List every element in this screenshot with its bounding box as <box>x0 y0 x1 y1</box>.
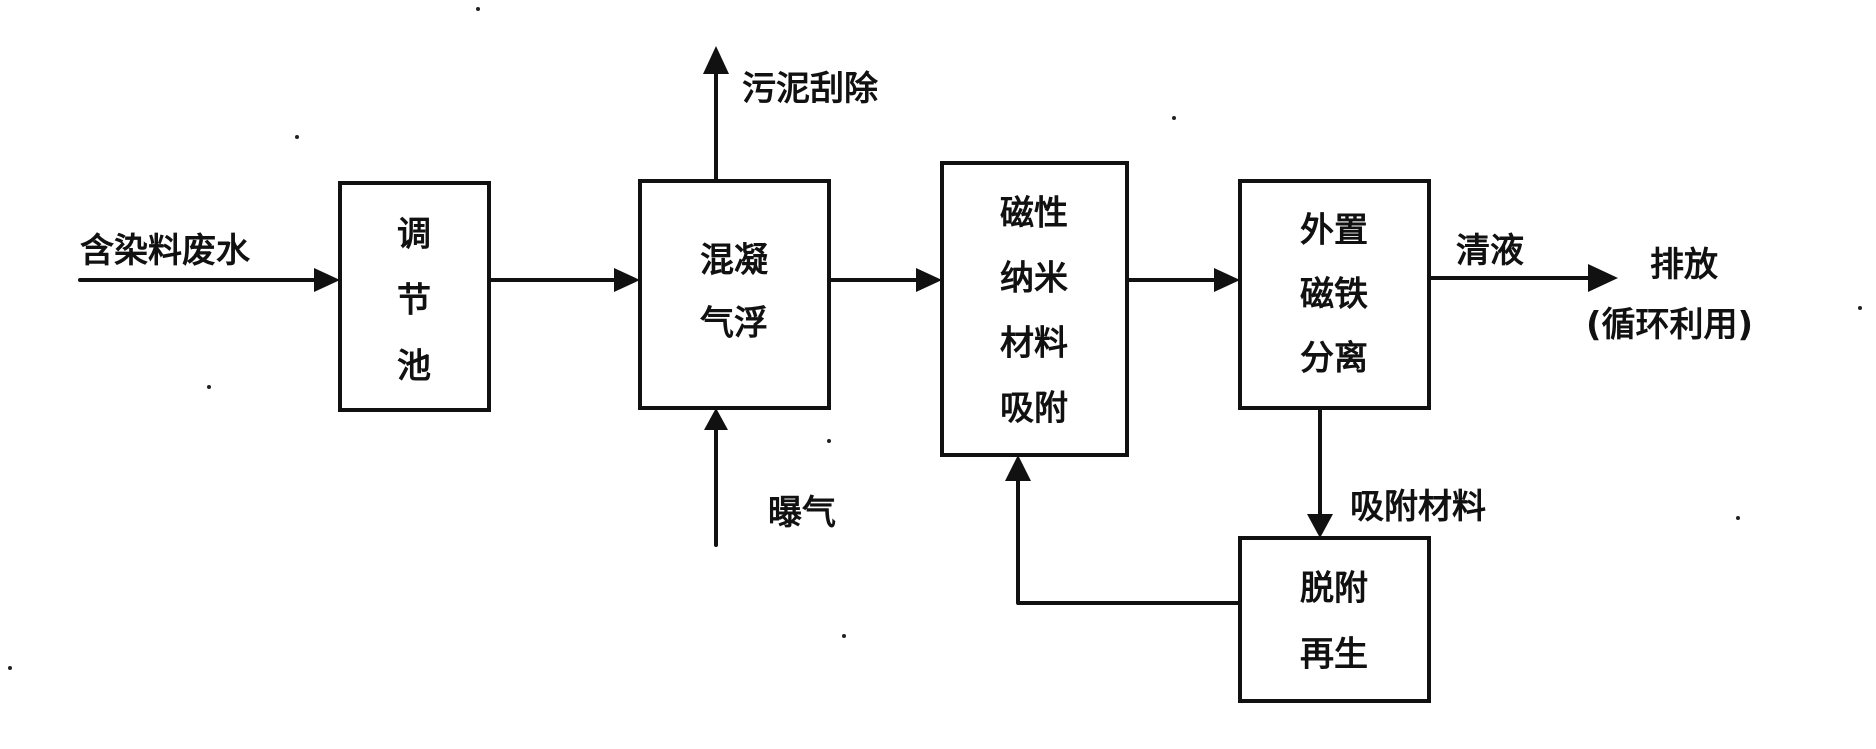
regulating-tank-box <box>338 181 491 412</box>
box-line: 纳米 <box>1000 259 1068 299</box>
arrowhead-up <box>704 408 728 430</box>
adsorbent-label: 吸附材料 <box>1350 487 1486 527</box>
box-line: 调 <box>397 215 431 255</box>
arrowhead-right <box>1588 264 1618 292</box>
magnetic-separation-box <box>1238 179 1431 410</box>
magnetic-adsorption-box <box>940 161 1129 457</box>
arrowhead-right <box>614 268 640 292</box>
arrowhead-right <box>1214 268 1240 292</box>
box-line: 吸附 <box>1000 389 1068 429</box>
regulating-tank-text: 调 节 池 <box>397 215 431 387</box>
box-line: 材料 <box>1000 324 1068 364</box>
clear-liquid-label: 清液 <box>1456 231 1524 271</box>
arrowhead-up <box>1005 455 1031 481</box>
magnetic-separation-text: 外置 磁铁 分离 <box>1300 211 1368 379</box>
arrowhead-up <box>703 46 729 74</box>
box-line: 气浮 <box>699 304 768 344</box>
desorption-regeneration-box <box>1238 536 1431 703</box>
magnetic-adsorption-text: 磁性 纳米 材料 吸附 <box>1000 194 1068 429</box>
aeration-label: 曝气 <box>768 493 836 533</box>
arrowhead-right <box>314 268 340 292</box>
box-line: 节 <box>397 281 431 321</box>
box-line: 混凝 <box>700 241 768 281</box>
arrowhead-right <box>916 268 942 292</box>
box-line: 磁性 <box>1000 194 1068 234</box>
box-line: 磁铁 <box>1300 275 1368 315</box>
desorption-regeneration-text: 脱附 再生 <box>1300 569 1368 675</box>
input-label: 含染料废水 <box>80 231 251 271</box>
scan-specks <box>8 7 1862 670</box>
box-line: 外置 <box>1300 211 1368 251</box>
discharge-label: 排放 <box>1650 245 1718 285</box>
box-line: 分离 <box>1300 339 1368 379</box>
arrowhead-down <box>1307 514 1333 538</box>
sludge-removal-label: 污泥刮除 <box>742 69 879 109</box>
recycle-label: (循环利用) <box>1586 305 1753 345</box>
coagulation-flotation-text: 混凝 气浮 <box>699 241 768 344</box>
coagulation-flotation-box <box>638 179 831 410</box>
box-line: 池 <box>397 347 431 387</box>
box-line: 再生 <box>1300 635 1368 675</box>
box-line: 脱附 <box>1300 569 1368 609</box>
regeneration-return-line <box>1016 465 1242 605</box>
